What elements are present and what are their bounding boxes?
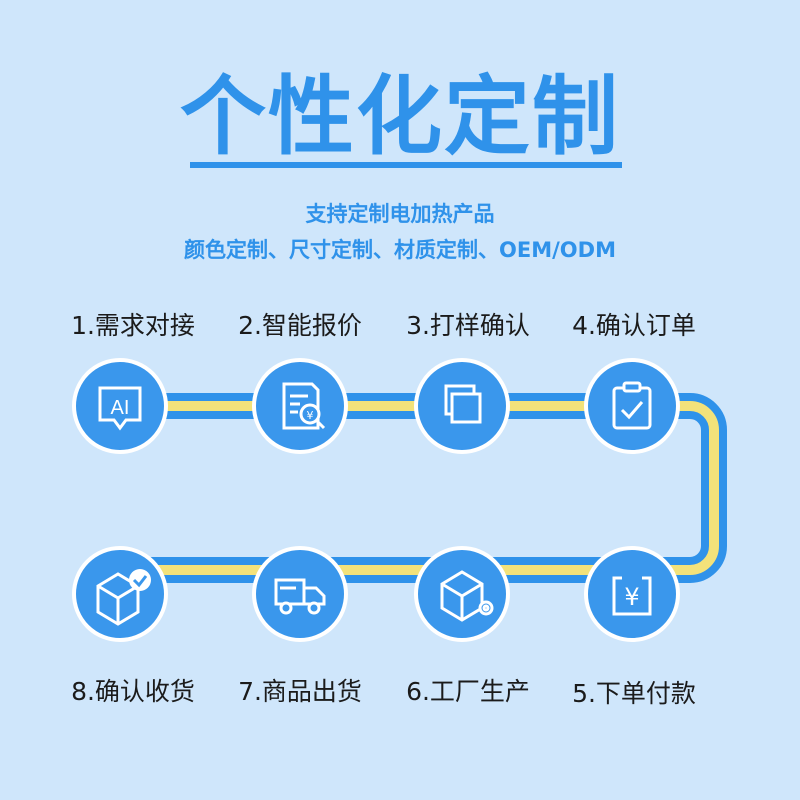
subtitle-line-2: 颜色定制、尺寸定制、材质定制、OEM/ODM: [184, 238, 616, 262]
quote-document-icon: ¥: [282, 382, 326, 430]
step-label-2: 2.智能报价: [238, 311, 362, 340]
clipboard-check-icon: [612, 381, 652, 430]
yuan-payment-icon: ¥: [612, 576, 652, 616]
step-label-1: 1.需求对接: [71, 311, 195, 340]
step-label-3: 3.打样确认: [406, 311, 530, 340]
step-circle-1: [72, 358, 168, 454]
title-underline: [190, 162, 622, 168]
flow-connector: [120, 393, 727, 583]
step-circle-2: [252, 358, 348, 454]
box-gear-icon: [440, 570, 494, 622]
step-circle-8: [72, 546, 168, 642]
box-check-icon: [96, 569, 151, 626]
svg-text:¥: ¥: [307, 409, 314, 422]
ai-chat-icon: AI: [98, 386, 142, 431]
subtitle-line-1: 支持定制电加热产品: [305, 202, 495, 226]
sample-squares-icon: [444, 384, 482, 424]
step-label-8: 8.确认收货: [71, 677, 195, 706]
step-circle-7: [252, 546, 348, 642]
truck-icon: [274, 578, 326, 615]
step-circle-5: [584, 546, 680, 642]
step-circle-4: [584, 358, 680, 454]
step-label-6: 6.工厂生产: [406, 677, 530, 706]
step-label-4: 4.确认订单: [572, 311, 696, 340]
step-label-5: 5.下单付款: [572, 679, 696, 708]
page-title: 个性化定制: [180, 67, 620, 167]
step-circle-6: [414, 546, 510, 642]
step-label-7: 7.商品出货: [238, 677, 362, 706]
svg-text:¥: ¥: [624, 583, 639, 611]
svg-text:AI: AI: [111, 397, 130, 419]
